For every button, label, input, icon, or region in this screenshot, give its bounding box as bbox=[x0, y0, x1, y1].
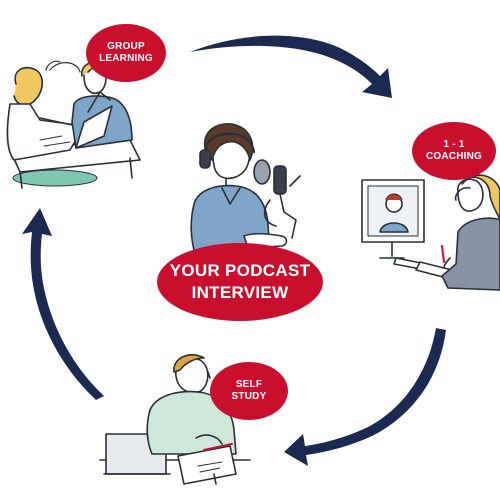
podcast-label-line1: YOUR PODCAST bbox=[169, 260, 311, 280]
self-study-illustration bbox=[99, 354, 251, 485]
arrow-right-curve-icon bbox=[190, 35, 392, 98]
coaching-illustration bbox=[361, 174, 500, 291]
group-learning-label-line2: LEARNING bbox=[99, 53, 153, 64]
self-study-label-line1: SELF bbox=[235, 378, 263, 390]
self-study-label-line2: STUDY bbox=[231, 391, 267, 402]
coaching-label-line1: 1 - 1 bbox=[443, 138, 465, 150]
podcast-interview-badge: YOUR PODCAST INTERVIEW bbox=[157, 243, 323, 321]
group-learning-label-line1: GROUP bbox=[107, 40, 145, 52]
arrow-down-curve-icon bbox=[284, 328, 446, 466]
group-learning-badge: GROUP LEARNING bbox=[86, 24, 166, 82]
coaching-badge: 1 - 1 COACHING bbox=[412, 122, 496, 180]
arrow-left-curve-icon bbox=[22, 208, 104, 400]
podcast-label-line2: INTERVIEW bbox=[191, 283, 289, 302]
group-learning-illustration bbox=[6, 60, 141, 189]
self-study-badge: SELF STUDY bbox=[210, 362, 288, 420]
coaching-label-line2: COACHING bbox=[425, 151, 483, 162]
podcast-host-illustration bbox=[190, 123, 301, 257]
